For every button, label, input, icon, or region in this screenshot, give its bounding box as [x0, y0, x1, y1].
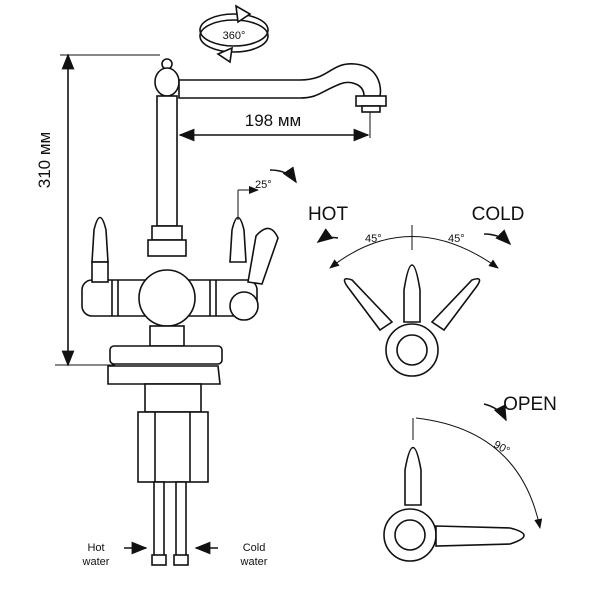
rotation-label: 360°	[223, 30, 246, 42]
spout-reach-label: 198 мм	[245, 111, 301, 130]
mounting-shaft	[137, 383, 209, 566]
faucet-body	[81, 58, 387, 385]
cold-water-text-2: water	[240, 556, 268, 568]
cold-label: COLD	[472, 204, 525, 225]
hot-water-label: Hot water	[82, 541, 148, 568]
cold-angle-label: 45°	[448, 233, 465, 245]
hot-cold-diagram: HOT COLD 45° 45°	[308, 204, 525, 377]
rotation-360-icon: 360°	[199, 4, 269, 64]
open-diagram: OPEN 90°	[383, 394, 557, 562]
hot-angle-label: 45°	[365, 233, 382, 245]
open-label: OPEN	[503, 394, 557, 415]
height-dimension: 310 мм	[35, 53, 160, 367]
cold-water-label: Cold water	[194, 541, 268, 568]
hot-water-text-2: water	[82, 556, 110, 568]
cold-water-text-1: Cold	[243, 542, 266, 554]
hot-label: HOT	[308, 204, 349, 225]
lever-tilt-label: 25°	[255, 179, 272, 191]
open-angle-label: 90°	[491, 439, 511, 458]
spout-reach-dimension: 198 мм	[178, 111, 371, 142]
hot-water-text-1: Hot	[87, 542, 104, 554]
lever-tilt-indicator: 25°	[237, 166, 297, 220]
height-label: 310 мм	[35, 132, 54, 188]
